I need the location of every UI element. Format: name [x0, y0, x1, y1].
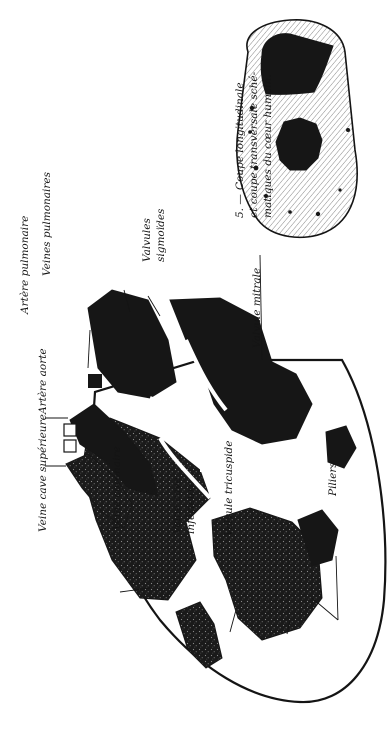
label-piliers: Piliers [327, 462, 339, 497]
label-arteria-pulmonaire: Artère pulmonaire [19, 216, 31, 315]
label-veine-cave-2: inférieure [185, 481, 197, 534]
label-valvule-mitrale: Valvule mitrale [251, 268, 263, 348]
figure-caption: 5. — Coupe longitudinale et coupe transv… [234, 71, 274, 218]
caption-line-1: Coupe longitudinale [234, 82, 246, 190]
label-valvules: Valvules [141, 217, 153, 262]
label-veine-coronaire: Veine coronaire [111, 446, 123, 530]
caption-number: 5. — [234, 194, 246, 218]
papillary-muscle [326, 426, 356, 468]
caption-line-3: matiques du cœur humain. [262, 74, 274, 218]
label-valvule-tricuspide: Valvule tricuspide [223, 441, 235, 536]
label-arteria-aorte: Artère aorte [37, 348, 49, 415]
label-veines-pulmonaires: Veines pulmonaires [41, 171, 53, 276]
label-veine-cave-1: Veine cave [171, 477, 183, 534]
label-veine-cave-superieure: Veine cave supérieure [37, 414, 49, 532]
label-sigmoides: sigmoïdes [155, 208, 167, 262]
caption-line-2: et coupe transversale sché- [248, 71, 260, 218]
inferior-vena-cava [176, 602, 222, 668]
